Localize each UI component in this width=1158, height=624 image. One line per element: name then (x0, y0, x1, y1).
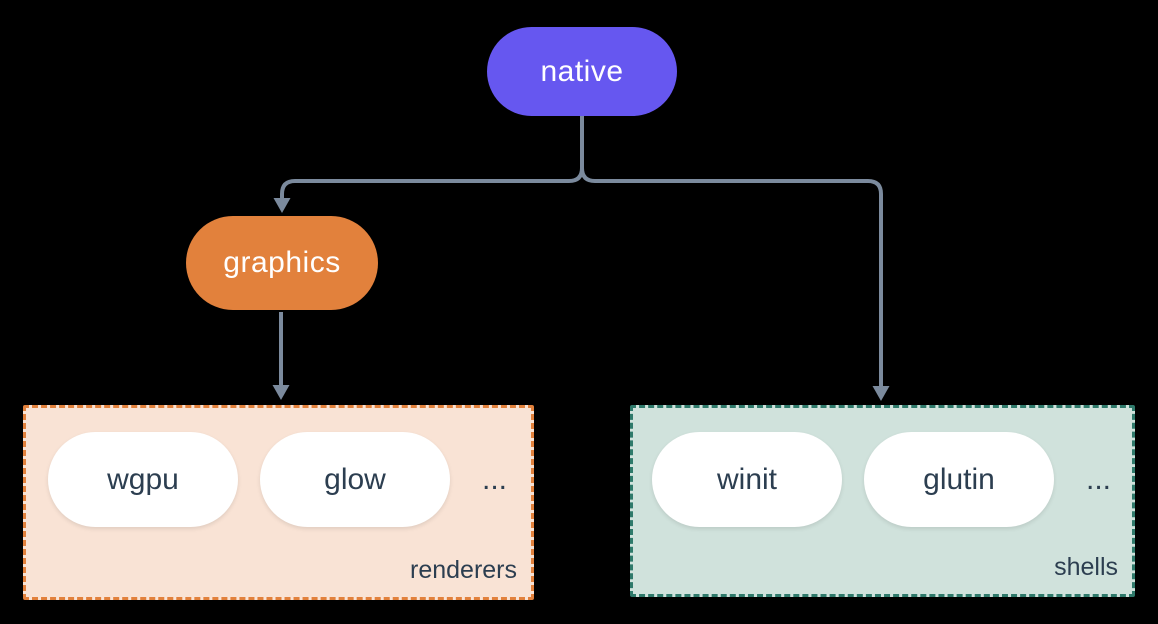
group-renderers: wgpu glow ... renderers (23, 405, 534, 600)
shells-ellipsis: ... (1086, 462, 1112, 496)
group-shells: winit glutin ... shells (630, 405, 1135, 597)
node-glow: glow (260, 432, 450, 527)
renderers-group-label: renderers (410, 556, 517, 584)
node-winit-label: winit (716, 462, 777, 496)
node-graphics-label: graphics (223, 246, 341, 279)
arrowhead-icon (272, 385, 290, 400)
arrowhead-icon (273, 198, 291, 213)
renderers-ellipsis: ... (482, 462, 508, 496)
node-glow-label: glow (324, 462, 386, 496)
edge-native-shells (580, 116, 883, 386)
node-native: native (487, 27, 677, 116)
node-wgpu-label: wgpu (107, 462, 179, 496)
node-glutin-label: glutin (923, 462, 995, 496)
node-wgpu: wgpu (48, 432, 238, 527)
shells-pill-row: winit glutin ... (652, 432, 1111, 527)
node-winit: winit (652, 432, 842, 527)
edge-native-graphics (280, 116, 584, 199)
node-glutin: glutin (864, 432, 1054, 527)
node-native-label: native (540, 54, 624, 88)
node-graphics: graphics (186, 216, 378, 310)
renderers-pill-row: wgpu glow ... (48, 432, 507, 527)
shells-group-label: shells (1054, 553, 1118, 581)
arrowhead-icon (872, 386, 890, 401)
